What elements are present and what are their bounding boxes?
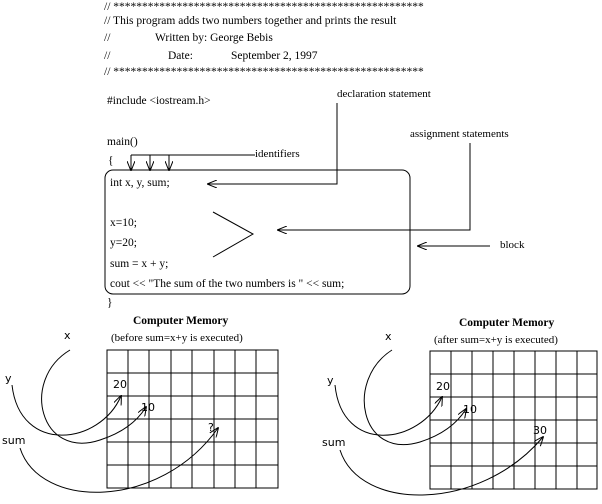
cout-statement: cout << "The sum of the two numbers is "…	[110, 278, 345, 290]
close-brace: }	[107, 297, 113, 309]
include-directive: #include <iostream.h>	[107, 95, 211, 107]
header-comment: // This program adds two numbers togethe…	[104, 15, 397, 27]
block-box	[104, 169, 411, 295]
main-signature: main()	[107, 136, 138, 148]
memory-pointers-before	[11, 349, 218, 493]
memory-grid-after	[429, 350, 598, 490]
header-date-label: Date:	[168, 50, 193, 62]
memory-before-y-value: 20	[113, 378, 127, 391]
assign-y: y=20;	[110, 237, 137, 249]
block-label: block	[500, 239, 525, 251]
memory-after-sum-value: 30	[533, 424, 547, 437]
memory-after-x-label: x	[385, 330, 392, 343]
memory-before-subtitle: (before sum=x+y is executed)	[111, 332, 243, 344]
memory-after-x-value: 10	[463, 403, 477, 416]
memory-after-y-label: y	[327, 374, 334, 387]
memory-after-subtitle: (after sum=x+y is executed)	[434, 334, 558, 346]
memory-before-y-label: y	[5, 372, 12, 385]
declaration-arrow	[208, 103, 338, 184]
assignment-chevron	[212, 211, 255, 258]
memory-grid-before	[106, 349, 279, 489]
header-written-prefix: //	[104, 32, 111, 44]
header-date-prefix: //	[104, 50, 111, 62]
identifier-arrows	[131, 154, 255, 170]
assign-sum: sum = x + y;	[110, 258, 169, 270]
memory-after-title: Computer Memory	[459, 317, 555, 329]
memory-before-sum-value: ?	[208, 421, 214, 434]
memory-before-sum-label: sum	[2, 434, 26, 447]
memory-before-x-value: 10	[141, 401, 155, 414]
memory-before-x-label: x	[64, 329, 71, 342]
open-brace: {	[108, 155, 114, 167]
identifiers-label: identifiers	[255, 148, 300, 160]
assign-x: x=10;	[110, 217, 137, 229]
assignment-arrow	[278, 143, 471, 230]
header-stars-bottom: // *************************************…	[104, 66, 424, 78]
assignment-label: assignment statements	[410, 128, 509, 140]
memory-after-sum-label: sum	[322, 436, 346, 449]
header-date-value: September 2, 1997	[231, 50, 318, 62]
header-written: Written by: George Bebis	[155, 32, 273, 44]
memory-before-title: Computer Memory	[133, 315, 229, 327]
memory-pointers-after	[334, 349, 543, 496]
declaration-statement: int x, y, sum;	[110, 177, 170, 189]
header-stars-top: // *************************************…	[104, 1, 424, 13]
memory-after-y-value: 20	[436, 380, 450, 393]
declaration-label: declaration statement	[337, 88, 431, 100]
